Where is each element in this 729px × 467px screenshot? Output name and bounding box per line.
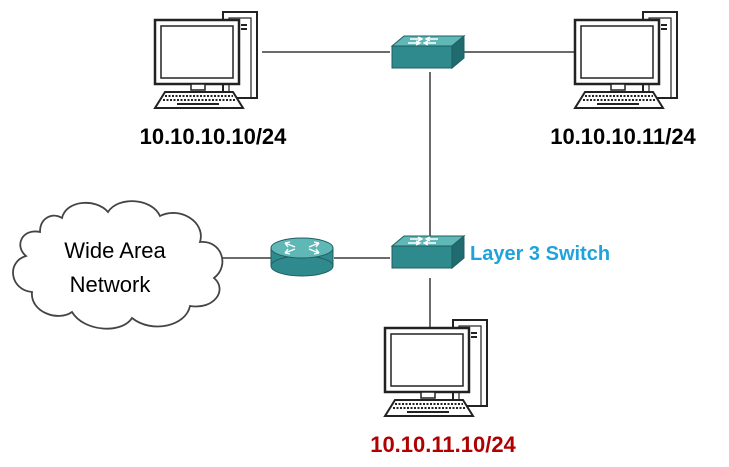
network-switch-icon-layer3[interactable] [391, 235, 465, 269]
desktop-computer-icon-pc3[interactable] [383, 318, 489, 418]
layer3-switch-label: Layer 3 Switch [470, 243, 610, 265]
wan-label-line1: Wide Area [64, 238, 166, 263]
pc2-ip-label: 10.10.10.11/24 [550, 124, 696, 149]
cloud-icon[interactable] [12, 200, 224, 330]
router-icon[interactable] [270, 237, 334, 277]
links [218, 51, 575, 328]
network-switch-icon-top[interactable] [391, 35, 465, 69]
desktop-computer-icon-pc2[interactable] [573, 10, 679, 110]
desktop-computer-icon-pc1[interactable] [153, 10, 259, 110]
pc3-ip-label: 10.10.11.10/24 [370, 432, 516, 457]
wan-label-line2: Network [70, 272, 152, 297]
pc1-ip-label: 10.10.10.10/24 [140, 124, 288, 149]
